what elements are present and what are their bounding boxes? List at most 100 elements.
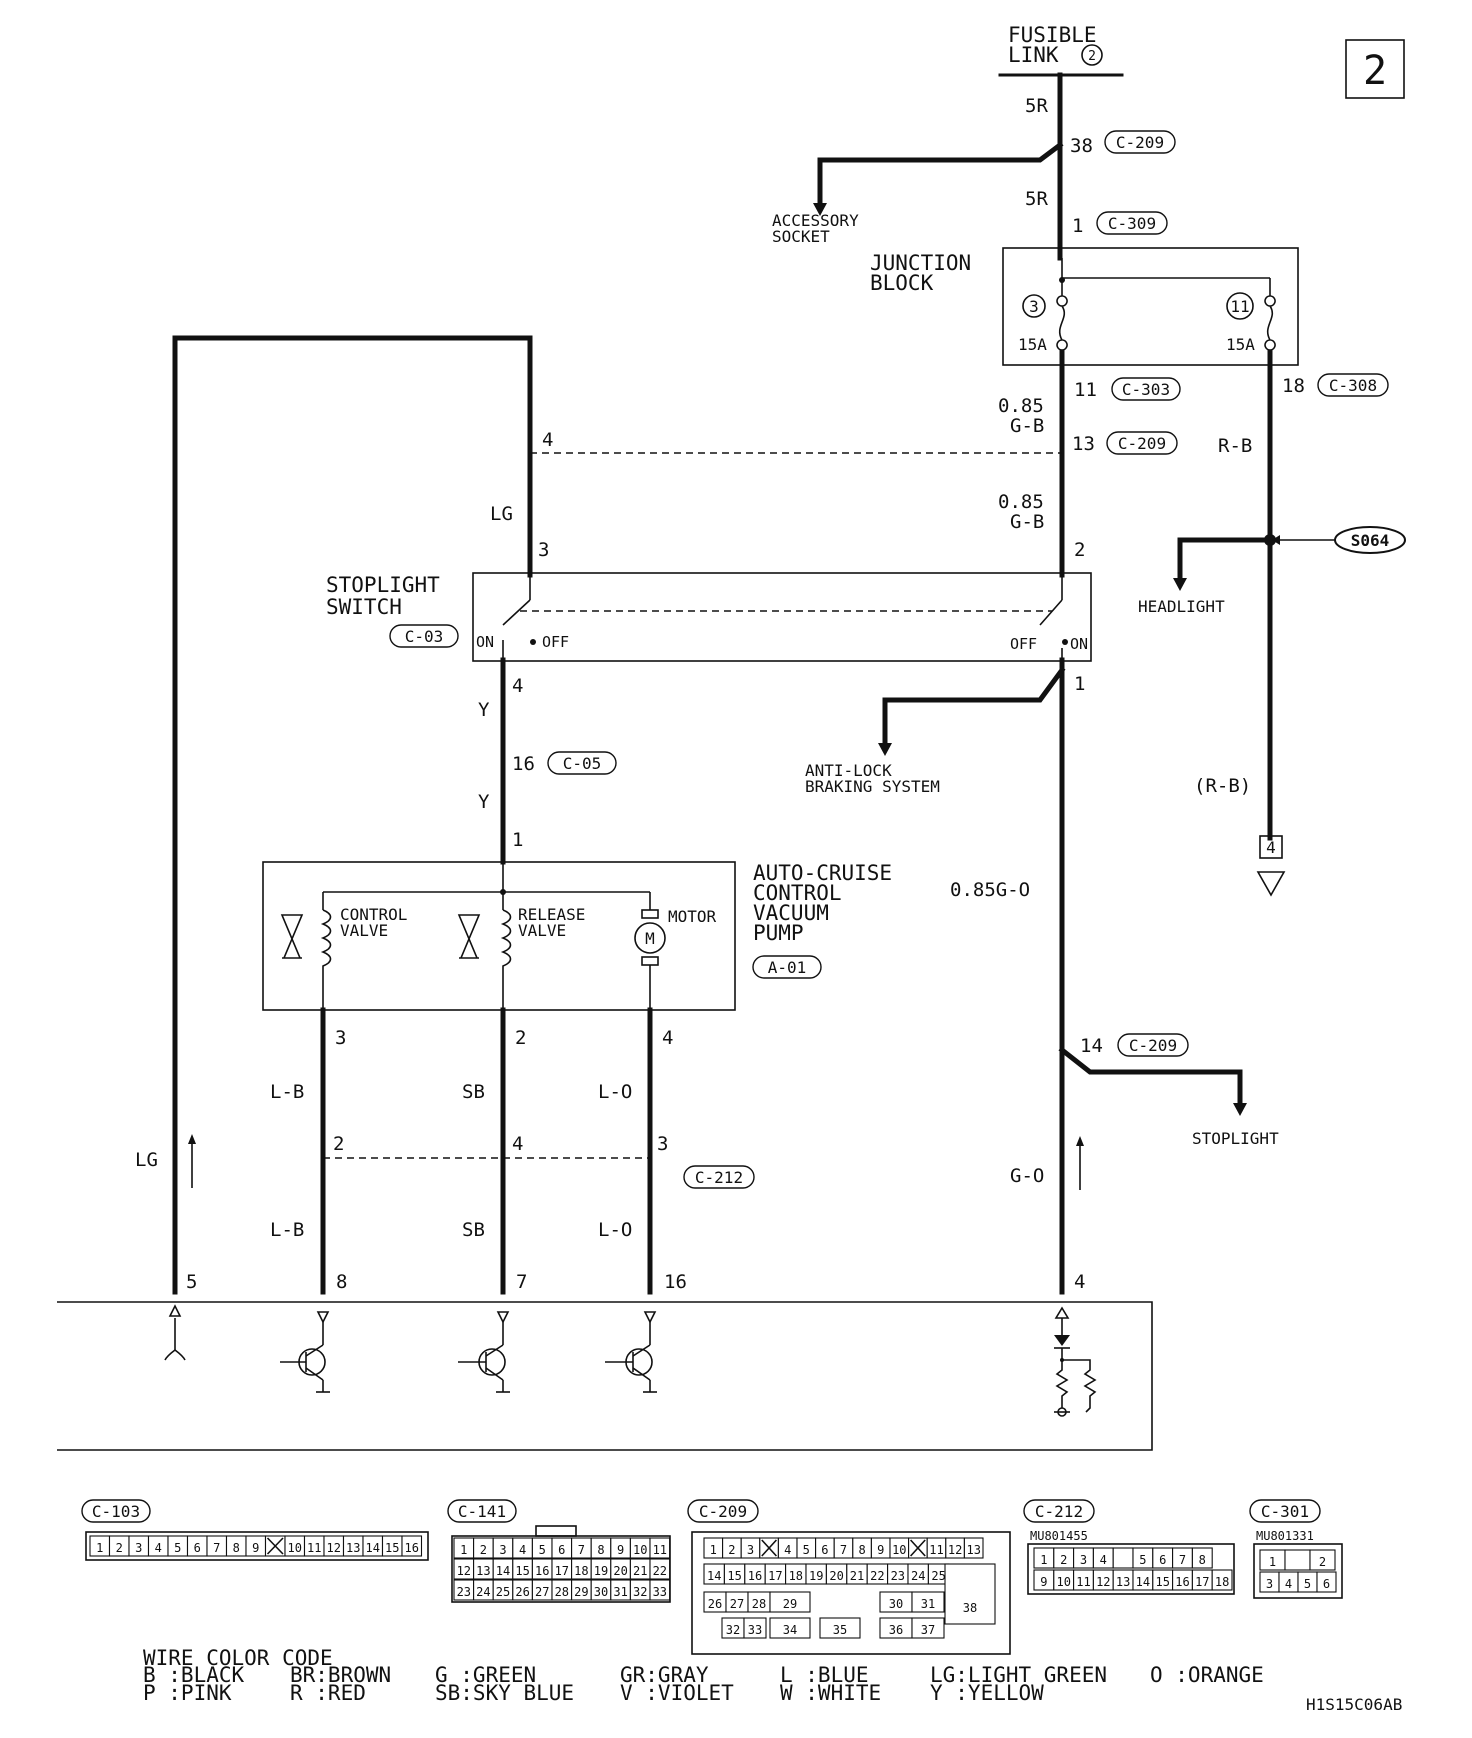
page-ref-triangle xyxy=(1256,871,1286,897)
wire-accessory-socket xyxy=(817,141,1064,208)
control-valve-label-1: CONTROL xyxy=(340,905,407,924)
legend-item: R :RED xyxy=(290,1681,366,1705)
legend-item: GR:GRAY xyxy=(620,1663,709,1687)
connector-view-c141-pin: 17 xyxy=(555,1564,569,1578)
pin-16: 16 xyxy=(664,1271,687,1293)
connector-view-c141-pin: 21 xyxy=(633,1564,647,1578)
connector-view-c141-pin: 33 xyxy=(653,1585,667,1599)
connector-view-c141-pin: 12 xyxy=(457,1564,471,1578)
wire-rb-label: R-B xyxy=(1218,435,1252,457)
connector-c209-c xyxy=(1117,1033,1189,1057)
connector-view-c141-pin: 9 xyxy=(617,1543,624,1557)
connector-view-c209-pin: 5 xyxy=(803,1543,810,1557)
legend-item: G :GREEN xyxy=(435,1663,536,1687)
connector-view-c212-pin: 12 xyxy=(1096,1575,1110,1589)
sw-right-blade xyxy=(1039,599,1063,626)
release-valve-coil xyxy=(500,909,512,1010)
connector-view-c209-cell xyxy=(911,1591,945,1613)
connector-view-c103-pin: 2 xyxy=(116,1541,123,1555)
connector-view-c141-pin: 30 xyxy=(594,1585,608,1599)
pin-14: 14 xyxy=(1080,1035,1103,1057)
connector-view-c103-pin: 5 xyxy=(174,1541,181,1555)
connector-view-c212-part: MU801455 xyxy=(1030,1529,1088,1543)
connector-view-c212-cell xyxy=(1211,1569,1233,1591)
control-valve-label-2: VALVE xyxy=(340,921,388,940)
pin-4-switch: 4 xyxy=(512,675,523,697)
connector-view-c103-body xyxy=(85,1531,429,1561)
connector-view-c212-body xyxy=(1027,1543,1235,1595)
connector-view-c209-pin: 22 xyxy=(870,1569,884,1583)
connector-view-c209-pin: 4 xyxy=(784,1543,791,1557)
sw-left-on: ON xyxy=(476,633,494,651)
control-valve-symbol xyxy=(280,914,304,959)
connector-view-c209-pin: 15 xyxy=(727,1569,741,1583)
connector-view-c103-pin: 1 xyxy=(96,1541,103,1555)
transistor-7 xyxy=(458,1311,510,1393)
ecu-lg-term xyxy=(164,1349,186,1361)
pump-label-4: PUMP xyxy=(753,921,804,945)
fusible-link-label-2: LINK xyxy=(1008,43,1059,67)
wire-lb2-label: L-B xyxy=(270,1219,304,1241)
connector-c212 xyxy=(683,1165,755,1189)
wire-lg1-label: LG xyxy=(490,503,513,525)
connector-view-c103-pin: 14 xyxy=(366,1541,380,1555)
pin-16-c05: 16 xyxy=(512,753,535,775)
connector-c03 xyxy=(389,624,459,648)
wire-sb2-label: SB xyxy=(462,1219,485,1241)
connector-view-c301-label: C-301 xyxy=(1261,1502,1309,1521)
connector-view-c209-body xyxy=(691,1531,1011,1655)
connector-view-c103-pin: 3 xyxy=(135,1541,142,1555)
junction-block xyxy=(1002,247,1299,366)
current-arrowhead-lg xyxy=(188,1134,196,1144)
connector-view-c141-pin: 32 xyxy=(633,1585,647,1599)
connector-view-c209-pin: 6 xyxy=(821,1543,828,1557)
connector-view-c301-cell xyxy=(1284,1549,1311,1571)
page-ref-box xyxy=(1259,835,1283,859)
connector-view-c141-pin: 22 xyxy=(653,1564,667,1578)
fuse3-symbol xyxy=(1056,295,1068,351)
connector-view-c209-pin: 23 xyxy=(891,1569,905,1583)
connector-c209-b-label: C-209 xyxy=(1118,434,1166,453)
fusible-link-label-1: FUSIBLE xyxy=(1008,23,1097,47)
pump-label-2: CONTROL xyxy=(753,881,842,905)
pin-7: 7 xyxy=(516,1271,527,1293)
connector-view-c212-label: C-212 xyxy=(1035,1502,1083,1521)
connector-view-c209-pin: 26 xyxy=(708,1597,722,1611)
legend-item: W :WHITE xyxy=(780,1681,881,1705)
legend-item: V :VIOLET xyxy=(620,1681,734,1705)
connector-view-c209-cell xyxy=(769,1617,811,1639)
connector-view-c141-pin: 6 xyxy=(558,1543,565,1557)
connector-view-c301-pin: 3 xyxy=(1266,1577,1273,1591)
connector-view-c141-pin: 28 xyxy=(555,1585,569,1599)
connector-view-c103-blank-cell xyxy=(266,1537,284,1555)
connector-view-c209-pin: 33 xyxy=(748,1623,762,1637)
connector-view-c141-pin: 24 xyxy=(476,1585,490,1599)
fuse11-symbol xyxy=(1264,295,1276,351)
wire-5r-label-b: 5R xyxy=(1025,188,1048,210)
wire-gb2-label-1: 0.85 xyxy=(998,491,1044,513)
connector-c03-label: C-03 xyxy=(405,627,444,646)
connector-view-c209-pin: 21 xyxy=(850,1569,864,1583)
connector-view-c103-pin: 13 xyxy=(346,1541,360,1555)
headlight-label: HEADLIGHT xyxy=(1138,597,1225,616)
sw-left-contact xyxy=(530,639,536,645)
connector-view-c103-pin: 12 xyxy=(327,1541,341,1555)
fuse3-number: 3 xyxy=(1029,297,1039,316)
connector-view-c103-pin: 4 xyxy=(155,1541,162,1555)
legend-item: SB:SKY BLUE xyxy=(435,1681,574,1705)
page-number: 2 xyxy=(1363,48,1387,94)
connector-view-c212-pin: 9 xyxy=(1040,1575,1047,1589)
connector-view-c141-pill xyxy=(447,1499,517,1523)
connector-view-c141-pin: 11 xyxy=(653,1543,667,1557)
pin-4-top: 4 xyxy=(542,429,553,451)
wire-lg2-label: LG xyxy=(135,1149,158,1171)
pin-18: 18 xyxy=(1282,375,1305,397)
connector-view-c141-pin: 19 xyxy=(594,1564,608,1578)
connector-c309 xyxy=(1096,211,1168,235)
connector-view-c141-pin: 2 xyxy=(480,1543,487,1557)
connector-view-c209-pin: 16 xyxy=(748,1569,762,1583)
connector-view-c301-cell xyxy=(1309,1549,1336,1571)
connector-view-c141-pin: 20 xyxy=(613,1564,627,1578)
connector-view-c209-pin: 19 xyxy=(809,1569,823,1583)
